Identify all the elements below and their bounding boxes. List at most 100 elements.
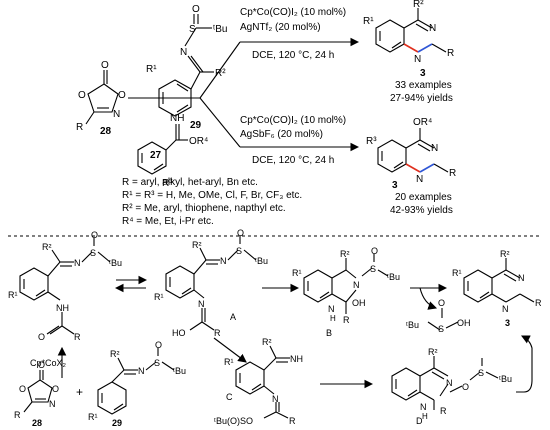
md-n2: N <box>420 402 427 412</box>
md-r2: R² <box>428 347 438 357</box>
m28-n: N <box>49 399 56 409</box>
m29-r2: R² <box>110 349 120 359</box>
p-top-yields: 27-94% yields <box>390 93 453 104</box>
p-top-n2: N <box>414 54 421 65</box>
r29-r2: R² <box>215 68 226 79</box>
r29-o: O <box>192 4 200 15</box>
mech-A: R² N S O ᵗBu R¹ N HO R A <box>154 228 268 338</box>
r27-nh: NH <box>170 113 184 124</box>
mc-r1: R¹ <box>224 357 234 367</box>
ms-r1: R¹ <box>8 290 18 300</box>
md-h: H <box>422 412 428 421</box>
sulfenic-byproduct: O S ᵗBu OH <box>406 298 471 334</box>
mb-o: O <box>371 246 378 256</box>
mb-tbu: ᵗBu <box>387 272 400 282</box>
catalyst-label: Cp*CoX₂ <box>30 358 67 368</box>
md-o: O <box>462 382 469 392</box>
cond-top-line3: DCE, 120 °C, 24 h <box>252 50 334 61</box>
ms-s: S <box>90 248 96 258</box>
mp-n1: N <box>518 273 525 283</box>
p-bot-or4: OR⁴ <box>413 117 432 128</box>
def-r4: R⁴ = Me, Et, i-Pr etc. <box>122 216 214 227</box>
m29-n: N <box>138 366 145 376</box>
p-top-n1: N <box>429 23 436 34</box>
branch-down <box>199 97 241 148</box>
mb-h: H <box>330 314 336 323</box>
ms-r: R <box>74 332 81 342</box>
mb-n2: N <box>328 304 335 314</box>
mp-r: R <box>535 298 542 308</box>
p-top-label: 3 <box>420 68 426 79</box>
mp-label: 3 <box>505 318 510 328</box>
mc-label: C <box>226 392 233 402</box>
ms-o2: O <box>38 332 45 342</box>
mc-tbuso: ᵗBu(O)SO <box>214 416 253 426</box>
ms-r2: R² <box>42 242 52 252</box>
r28-label: 28 <box>100 126 112 137</box>
mb-r1: R¹ <box>292 268 302 278</box>
r29-s: S <box>189 24 196 35</box>
arrow-D-to-product <box>516 335 533 393</box>
mb-r: R <box>343 315 350 325</box>
ma-r: R <box>214 328 221 338</box>
m29-o: O <box>155 340 162 350</box>
mech-start: R² N S O ᵗBu R¹ NH O R <box>8 230 122 342</box>
r27-or4: OR⁴ <box>189 136 208 147</box>
mp-n2: N <box>502 304 509 314</box>
r27-r3: R³ <box>162 178 173 189</box>
reagent-27: NH OR⁴ R³ 27 <box>137 113 208 189</box>
ma-o: O <box>237 228 244 238</box>
p-bot-n2: N <box>416 174 423 185</box>
r29-label: 29 <box>190 120 202 131</box>
ms-tbu: ᵗBu <box>109 258 122 268</box>
mech-D: R² N O S ᵗBu N H R D <box>391 347 512 426</box>
r29-n: N <box>180 47 187 58</box>
mc-r: R <box>289 416 296 426</box>
p-bot-label: 3 <box>392 180 398 191</box>
mb-label: B <box>326 328 332 338</box>
reagent-29: O S ᵗBu N R² R¹ 29 <box>146 4 227 131</box>
reagent-28: O O O N R 28 <box>76 60 126 137</box>
branch-up <box>199 41 241 99</box>
mb-r2: R² <box>340 249 350 259</box>
product-top-quinazoline: R² R¹ N N R 3 33 examples 27-94% yields <box>363 0 454 104</box>
p-top-examples: 33 examples <box>395 80 452 91</box>
cond-bottom-line3: DCE, 120 °C, 24 h <box>252 155 334 166</box>
r28-o2: O <box>118 90 126 101</box>
p-bot-r3: R³ <box>366 136 377 147</box>
sulf-oh: OH <box>457 318 471 328</box>
mech-B: R¹ R² N S O ᵗBu N H OH R B <box>292 246 400 338</box>
r28-o1: O <box>78 90 86 101</box>
m29-label: 29 <box>112 418 122 428</box>
sulf-tbu: ᵗBu <box>406 320 419 330</box>
r29-tbu: ᵗBu <box>213 24 227 35</box>
ma-r2: R² <box>192 240 202 250</box>
p-bot-n1: N <box>431 143 438 154</box>
mech-29: R² N S O ᵗBu R¹ 29 <box>88 340 186 428</box>
md-s: S <box>478 368 484 378</box>
product-bottom-quinazoline: OR⁴ R³ N N R 3 20 examples 42-93% yields <box>366 117 456 216</box>
sulf-s: S <box>438 324 444 334</box>
r28-o-top: O <box>101 60 109 71</box>
mc-nh: NH <box>290 354 303 364</box>
p-bot-r: R <box>449 168 456 179</box>
def-r: R = aryl, alkyl, het-aryl, Bn etc. <box>122 177 258 188</box>
ma-ho: HO <box>172 328 186 338</box>
p-top-r: R <box>447 48 454 59</box>
mech-28: O O O N R 28 <box>14 360 59 428</box>
md-tbu: ᵗBu <box>499 374 512 384</box>
r29-r1: R¹ <box>146 64 157 75</box>
ms-o: O <box>91 230 98 240</box>
ma-s: S <box>236 246 242 256</box>
arrow-release <box>419 287 438 310</box>
ma-r1: R¹ <box>154 292 164 302</box>
m29-s: S <box>154 358 160 368</box>
m28-r: R <box>14 410 21 420</box>
plus-sign: + <box>76 385 83 399</box>
r28-n: N <box>113 109 120 120</box>
mech-product: R¹ R² N N R 3 <box>452 249 542 328</box>
ma-n2: N <box>198 299 205 309</box>
mc-r2: R² <box>262 337 272 347</box>
r27-label: 27 <box>150 150 162 161</box>
